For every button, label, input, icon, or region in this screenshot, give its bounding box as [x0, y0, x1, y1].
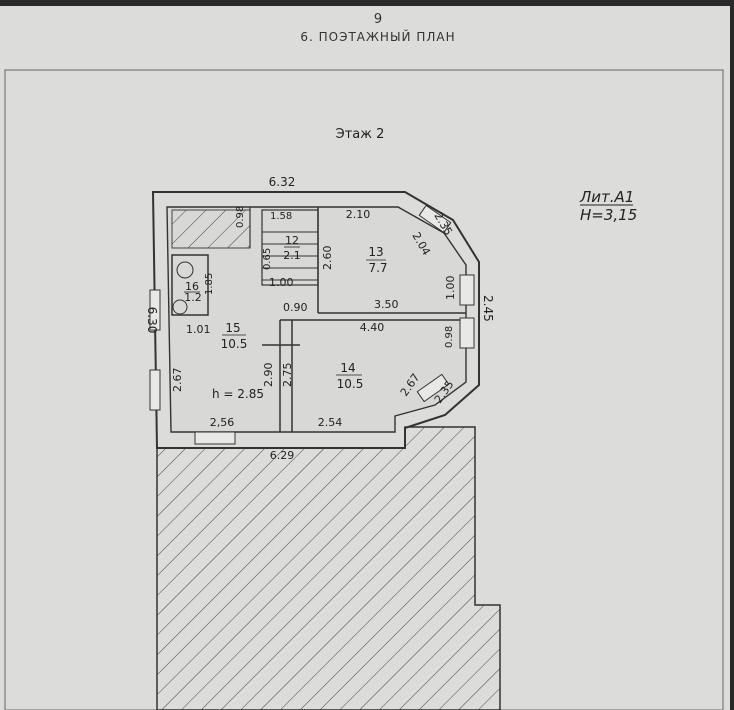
svg-text:12: 12	[285, 234, 299, 247]
room-label-16: 16 1.2	[184, 280, 202, 304]
height-label: Н=3,15	[580, 206, 637, 224]
svg-text:2.1: 2.1	[283, 249, 301, 262]
dim-210: 2.10	[346, 208, 371, 221]
room-label-12: 12 2.1	[283, 234, 301, 262]
dim-bottom-width: 6.29	[270, 449, 295, 462]
dim-260: 2.60	[321, 246, 334, 271]
dim-100-right: 1.00	[444, 276, 457, 301]
dim-101: 1.01	[186, 323, 211, 336]
lit-label: Лит.А1	[579, 188, 634, 206]
dim-158: 1.58	[270, 211, 292, 222]
svg-text:10.5: 10.5	[221, 337, 248, 351]
dim-098-right: 0.98	[444, 326, 455, 348]
fixture-icon	[176, 261, 194, 279]
hatched-area	[156, 426, 501, 710]
stair-steps	[262, 231, 318, 281]
dim-090: 0.90	[283, 301, 308, 314]
room-label-15: 15 10.5	[221, 321, 248, 351]
dim-254: 2.54	[318, 416, 343, 429]
dim-350: 3.50	[374, 298, 399, 311]
dim-256: 2,56	[210, 416, 235, 429]
dim-267-left: 2.67	[171, 368, 184, 393]
dim-440: 4.40	[360, 321, 385, 334]
dim-185: 1.85	[204, 273, 215, 295]
dim-098: 0.98	[235, 206, 246, 228]
section-title: 6. ПОЭТАЖНЫЙ ПЛАН	[300, 30, 456, 44]
stair-landing	[171, 209, 251, 249]
dim-065: 0.65	[262, 248, 273, 270]
svg-text:14: 14	[340, 361, 355, 375]
floor-title: Этаж 2	[336, 127, 385, 142]
dim-top-width: 6.32	[269, 175, 296, 189]
dim-100-left: 1.00	[269, 276, 294, 289]
svg-text:15: 15	[225, 321, 240, 335]
dim-245: 2.45	[481, 295, 495, 322]
room-height-label: h = 2.85	[212, 387, 264, 401]
window-icon	[149, 204, 475, 445]
outer-wall	[151, 191, 480, 449]
dim-left-height: 6.30	[145, 307, 159, 334]
dim-275: 2.75	[281, 363, 294, 388]
partitions	[171, 207, 466, 432]
room-label-14: 14 10.5	[336, 361, 363, 391]
svg-text:16: 16	[185, 280, 199, 293]
page-frame	[4, 69, 724, 710]
svg-text:10.5: 10.5	[337, 377, 364, 391]
svg-text:7.7: 7.7	[368, 261, 387, 275]
dim-290: 2.90	[262, 363, 275, 388]
room-label-13: 13 7.7	[366, 245, 388, 275]
page-number: 9	[373, 12, 383, 27]
svg-text:1.2: 1.2	[184, 291, 202, 304]
svg-text:13: 13	[368, 245, 383, 259]
